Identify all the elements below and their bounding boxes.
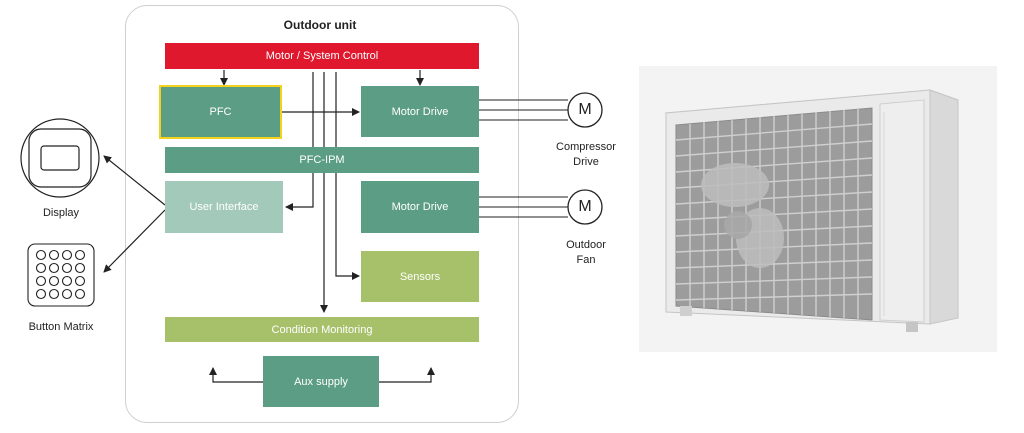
compressor-motor-icon: [567, 92, 603, 128]
fan-motor-icon: [567, 189, 603, 225]
compressor-wires: [479, 99, 568, 121]
display-icon: [20, 118, 100, 198]
arrow-aux-right: [379, 367, 435, 383]
pfc-block: PFC: [159, 85, 282, 139]
fan-wires: [479, 196, 568, 218]
arrow-bus-to-user-interface: [285, 72, 314, 211]
button-matrix-label: Button Matrix: [28, 321, 94, 333]
aux-supply-block: Aux supply: [263, 356, 379, 407]
outdoor-unit-photo: [639, 66, 997, 352]
button-matrix-icon: [27, 243, 95, 307]
condition-monitoring-block: Condition Monitoring: [165, 317, 479, 342]
compressor-drive-label: Compressor Drive: [556, 141, 616, 168]
arrow-aux-left: [209, 367, 263, 383]
user-interface-block: User Interface: [165, 181, 283, 233]
arrow-ui-to-display: [103, 155, 166, 206]
sensors-block: Sensors: [361, 251, 479, 302]
pfc-ipm-block: PFC-IPM: [165, 147, 479, 173]
outdoor-fan-label: Outdoor Fan: [566, 239, 606, 266]
compressor-motor-symbol: M: [578, 101, 592, 118]
arrow-bus-to-sensors: [335, 72, 360, 280]
outdoor-unit-title: Outdoor unit: [283, 18, 357, 32]
motor-drive-compressor-block: Motor Drive: [361, 86, 479, 137]
fan-motor-symbol: M: [578, 198, 592, 215]
arrow-ui-to-button-matrix: [103, 209, 166, 273]
outdoor-unit-frame: [125, 5, 519, 423]
motor-drive-fan-block: Motor Drive: [361, 181, 479, 233]
system-control-block: Motor / System Control: [165, 43, 479, 69]
display-label: Display: [42, 207, 80, 219]
